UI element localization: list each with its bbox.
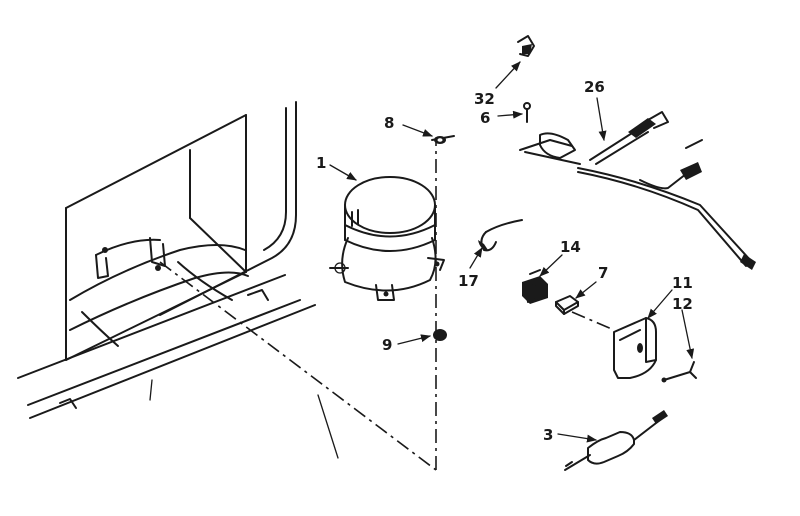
callout-11: 11 bbox=[672, 274, 693, 292]
callout-labels: 1 8 9 32 6 26 17 14 7 11 12 3 bbox=[316, 78, 693, 444]
callout-14: 14 bbox=[560, 238, 581, 256]
callout-7: 7 bbox=[598, 264, 608, 282]
assembly-guide-lines bbox=[159, 140, 615, 471]
clamp-part bbox=[478, 219, 523, 252]
callout-8: 8 bbox=[384, 114, 394, 132]
callout-1: 1 bbox=[316, 154, 326, 172]
callout-12: 12 bbox=[672, 295, 693, 313]
wiring-harness-part bbox=[519, 111, 756, 270]
callout-17: 17 bbox=[458, 272, 479, 290]
relay-part bbox=[522, 269, 548, 304]
compressor-part bbox=[329, 176, 445, 301]
compressor-base-tray bbox=[69, 237, 249, 347]
screw-part bbox=[523, 102, 531, 123]
leader-arrows bbox=[329, 61, 695, 443]
callout-9: 9 bbox=[382, 336, 392, 354]
callout-3: 3 bbox=[543, 426, 553, 444]
overload-part bbox=[555, 295, 579, 315]
grommet-part bbox=[431, 135, 455, 144]
cabinet-housing bbox=[17, 101, 339, 459]
mounting-foot-part bbox=[433, 329, 447, 341]
callout-32: 32 bbox=[474, 90, 495, 108]
relay-cover-part bbox=[613, 317, 657, 379]
callout-26: 26 bbox=[584, 78, 605, 96]
clip-part bbox=[517, 35, 535, 57]
dryer-filter-part bbox=[564, 410, 668, 471]
callout-6: 6 bbox=[480, 109, 490, 127]
bracket-clip-part bbox=[661, 361, 697, 383]
